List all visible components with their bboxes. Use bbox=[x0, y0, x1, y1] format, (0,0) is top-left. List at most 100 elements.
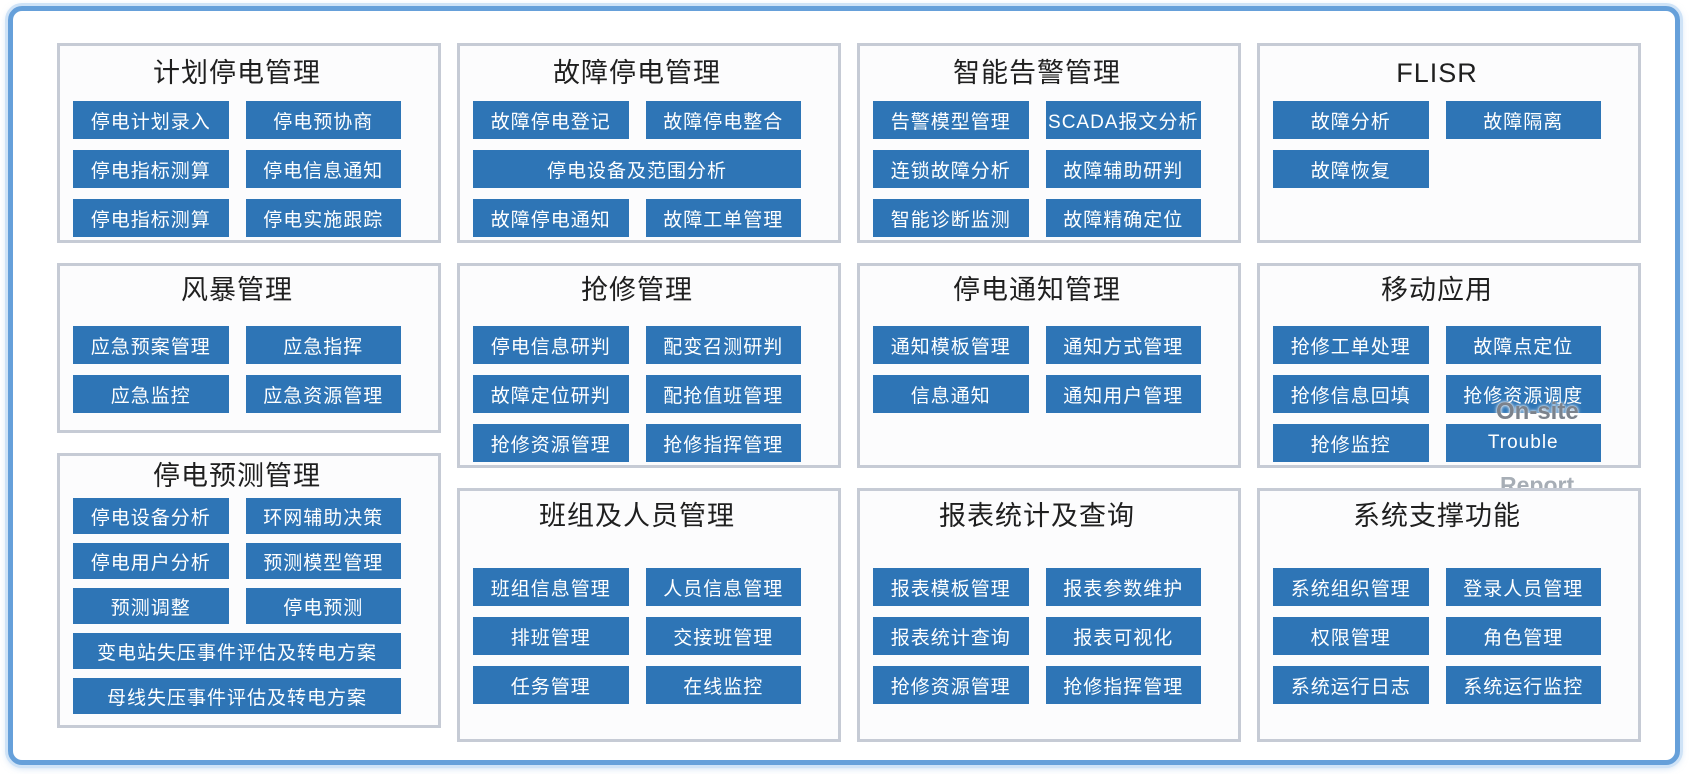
panel-storm-management: 风暴管理应急预案管理应急指挥应急监控应急资源管理 bbox=[57, 263, 441, 433]
module-button-grid: 停电信息研判配变召测研判故障定位研判配抢值班管理抢修资源管理抢修指挥管理 bbox=[473, 326, 801, 462]
module-button[interactable]: 停电用户分析 bbox=[73, 543, 229, 579]
module-button[interactable]: 母线失压事件评估及转电方案 bbox=[73, 678, 401, 714]
module-button[interactable]: 配变召测研判 bbox=[645, 326, 801, 364]
module-button[interactable]: 抢修指挥管理 bbox=[1045, 666, 1201, 704]
module-button[interactable]: 故障工单管理 bbox=[645, 199, 801, 237]
module-button[interactable]: 故障停电登记 bbox=[473, 101, 629, 139]
panel-title: 停电预测管理 bbox=[153, 461, 321, 491]
module-button[interactable]: 权限管理 bbox=[1273, 617, 1429, 655]
module-button[interactable]: 故障分析 bbox=[1273, 101, 1429, 139]
module-button[interactable]: 应急监控 bbox=[73, 375, 229, 413]
module-button[interactable]: 任务管理 bbox=[473, 666, 629, 704]
panel-title: 故障停电管理 bbox=[553, 58, 721, 88]
module-button[interactable]: 班组信息管理 bbox=[473, 568, 629, 606]
module-button[interactable]: 通知模板管理 bbox=[873, 326, 1029, 364]
panel-title: 系统支撑功能 bbox=[1353, 501, 1521, 531]
panel-title: 移动应用 bbox=[1381, 275, 1493, 305]
module-button[interactable]: 停电指标测算 bbox=[73, 150, 229, 188]
module-button[interactable]: 故障停电通知 bbox=[473, 199, 629, 237]
module-button[interactable]: 抢修工单处理 bbox=[1273, 326, 1429, 364]
module-button-grid: 抢修工单处理故障点定位抢修信息回填抢修资源调度抢修监控 Trouble bbox=[1273, 326, 1601, 462]
module-button[interactable]: 故障定位研判 bbox=[473, 375, 629, 413]
module-button[interactable]: 排班管理 bbox=[473, 617, 629, 655]
module-button[interactable]: 报表参数维护 bbox=[1045, 568, 1201, 606]
module-button[interactable]: 故障隔离 bbox=[1445, 101, 1601, 139]
panel-system-support-functions: 系统支撑功能系统组织管理登录人员管理权限管理角色管理系统运行日志系统运行监控 bbox=[1257, 488, 1641, 742]
module-button[interactable]: 环网辅助决策 bbox=[245, 498, 401, 534]
module-button[interactable]: 停电计划录入 bbox=[73, 101, 229, 139]
module-button-grid: 停电计划录入停电预协商停电指标测算停电信息通知停电指标测算停电实施跟踪 bbox=[73, 101, 401, 237]
module-button[interactable]: 停电指标测算 bbox=[73, 199, 229, 237]
panel-title: 班组及人员管理 bbox=[539, 501, 735, 531]
module-button[interactable]: 系统运行监控 bbox=[1445, 666, 1601, 704]
module-button-grid: 报表模板管理报表参数维护报表统计查询报表可视化抢修资源管理抢修指挥管理 bbox=[873, 568, 1201, 704]
module-button[interactable]: 交接班管理 bbox=[645, 617, 801, 655]
module-button[interactable]: 停电实施跟踪 bbox=[245, 199, 401, 237]
module-button[interactable]: 人员信息管理 bbox=[645, 568, 801, 606]
module-button-grid: 应急预案管理应急指挥应急监控应急资源管理 bbox=[73, 326, 401, 413]
panel-team-personnel-management: 班组及人员管理班组信息管理人员信息管理排班管理交接班管理任务管理在线监控 bbox=[457, 488, 841, 742]
module-button[interactable]: 故障停电整合 bbox=[645, 101, 801, 139]
module-button[interactable]: 故障辅助研判 bbox=[1045, 150, 1201, 188]
module-button[interactable]: 系统组织管理 bbox=[1273, 568, 1429, 606]
module-button[interactable]: 信息通知 bbox=[873, 375, 1029, 413]
module-button[interactable]: 应急指挥 bbox=[245, 326, 401, 364]
module-button[interactable]: 抢修监控 bbox=[1273, 424, 1429, 462]
module-button[interactable]: 报表可视化 bbox=[1045, 617, 1201, 655]
module-button[interactable]: 应急资源管理 bbox=[245, 375, 401, 413]
module-button[interactable]: 告警模型管理 bbox=[873, 101, 1029, 139]
module-button-grid: 告警模型管理 SCADA报文分析连锁故障分析故障辅助研判智能诊断监测故障精确定位 bbox=[873, 101, 1201, 237]
module-button[interactable]: 停电预协商 bbox=[245, 101, 401, 139]
module-button[interactable]: 报表模板管理 bbox=[873, 568, 1029, 606]
module-button-grid: 通知模板管理通知方式管理信息通知通知用户管理 bbox=[873, 326, 1201, 413]
module-button[interactable]: 登录人员管理 bbox=[1445, 568, 1601, 606]
module-button[interactable]: 通知方式管理 bbox=[1045, 326, 1201, 364]
panel-outage-forecast-management: 停电预测管理停电设备分析环网辅助决策停电用户分析预测模型管理预测调整停电预测变电… bbox=[57, 453, 441, 728]
panel-title: 计划停电管理 bbox=[153, 58, 321, 88]
module-button[interactable]: 抢修资源管理 bbox=[873, 666, 1029, 704]
panel-title: FLISR bbox=[1396, 58, 1478, 88]
module-button-grid: 故障分析故障隔离故障恢复 bbox=[1273, 101, 1601, 188]
module-button[interactable]: 配抢值班管理 bbox=[645, 375, 801, 413]
module-button[interactable]: 停电信息通知 bbox=[245, 150, 401, 188]
panel-title: 风暴管理 bbox=[181, 275, 293, 305]
module-button-grid: 系统组织管理登录人员管理权限管理角色管理系统运行日志系统运行监控 bbox=[1273, 568, 1601, 704]
module-button[interactable]: 抢修资源管理 bbox=[473, 424, 629, 462]
module-button[interactable]: 角色管理 bbox=[1445, 617, 1601, 655]
module-button[interactable]: 故障精确定位 bbox=[1045, 199, 1201, 237]
module-button[interactable]: 智能诊断监测 bbox=[873, 199, 1029, 237]
module-button[interactable]: 预测模型管理 bbox=[245, 543, 401, 579]
module-button[interactable]: 故障点定位 bbox=[1445, 326, 1601, 364]
module-button[interactable]: 停电预测 bbox=[245, 588, 401, 624]
module-button[interactable]: 停电设备分析 bbox=[73, 498, 229, 534]
panel-intelligent-alarm-management: 智能告警管理告警模型管理 SCADA报文分析连锁故障分析故障辅助研判智能诊断监测故… bbox=[857, 43, 1241, 243]
panel-planned-outage-management: 计划停电管理停电计划录入停电预协商停电指标测算停电信息通知停电指标测算停电实施跟… bbox=[57, 43, 441, 243]
module-button[interactable]: 故障恢复 bbox=[1273, 150, 1429, 188]
module-button-grid: 故障停电登记故障停电整合停电设备及范围分析故障停电通知故障工单管理 bbox=[473, 101, 801, 237]
panel-title: 报表统计及查询 bbox=[939, 501, 1135, 531]
panel-fault-outage-management: 故障停电管理故障停电登记故障停电整合停电设备及范围分析故障停电通知故障工单管理 bbox=[457, 43, 841, 243]
module-button[interactable]: 变电站失压事件评估及转电方案 bbox=[73, 633, 401, 669]
panel-title: 抢修管理 bbox=[581, 275, 693, 305]
module-button[interactable]: 通知用户管理 bbox=[1045, 375, 1201, 413]
panel-title: 停电通知管理 bbox=[953, 275, 1121, 305]
module-button[interactable]: 停电信息研判 bbox=[473, 326, 629, 364]
module-button[interactable]: 连锁故障分析 bbox=[873, 150, 1029, 188]
module-button[interactable]: 应急预案管理 bbox=[73, 326, 229, 364]
module-button[interactable]: Trouble bbox=[1445, 424, 1601, 462]
module-button[interactable]: 停电设备及范围分析 bbox=[473, 150, 801, 188]
module-button[interactable]: 抢修资源调度 bbox=[1445, 375, 1601, 413]
module-button-grid: 班组信息管理人员信息管理排班管理交接班管理任务管理在线监控 bbox=[473, 568, 801, 704]
panel-flisr: FLISR 故障分析故障隔离故障恢复 bbox=[1257, 43, 1641, 243]
module-button[interactable]: 预测调整 bbox=[73, 588, 229, 624]
module-button[interactable]: SCADA报文分析 bbox=[1045, 101, 1201, 139]
module-button[interactable]: 报表统计查询 bbox=[873, 617, 1029, 655]
module-button[interactable]: 抢修信息回填 bbox=[1273, 375, 1429, 413]
module-button[interactable]: 抢修指挥管理 bbox=[645, 424, 801, 462]
panel-title: 智能告警管理 bbox=[953, 58, 1121, 88]
module-button-grid: 停电设备分析环网辅助决策停电用户分析预测模型管理预测调整停电预测变电站失压事件评… bbox=[73, 498, 401, 714]
module-button[interactable]: 在线监控 bbox=[645, 666, 801, 704]
panel-outage-notification-management: 停电通知管理通知模板管理通知方式管理信息通知通知用户管理 bbox=[857, 263, 1241, 468]
module-button[interactable]: 系统运行日志 bbox=[1273, 666, 1429, 704]
